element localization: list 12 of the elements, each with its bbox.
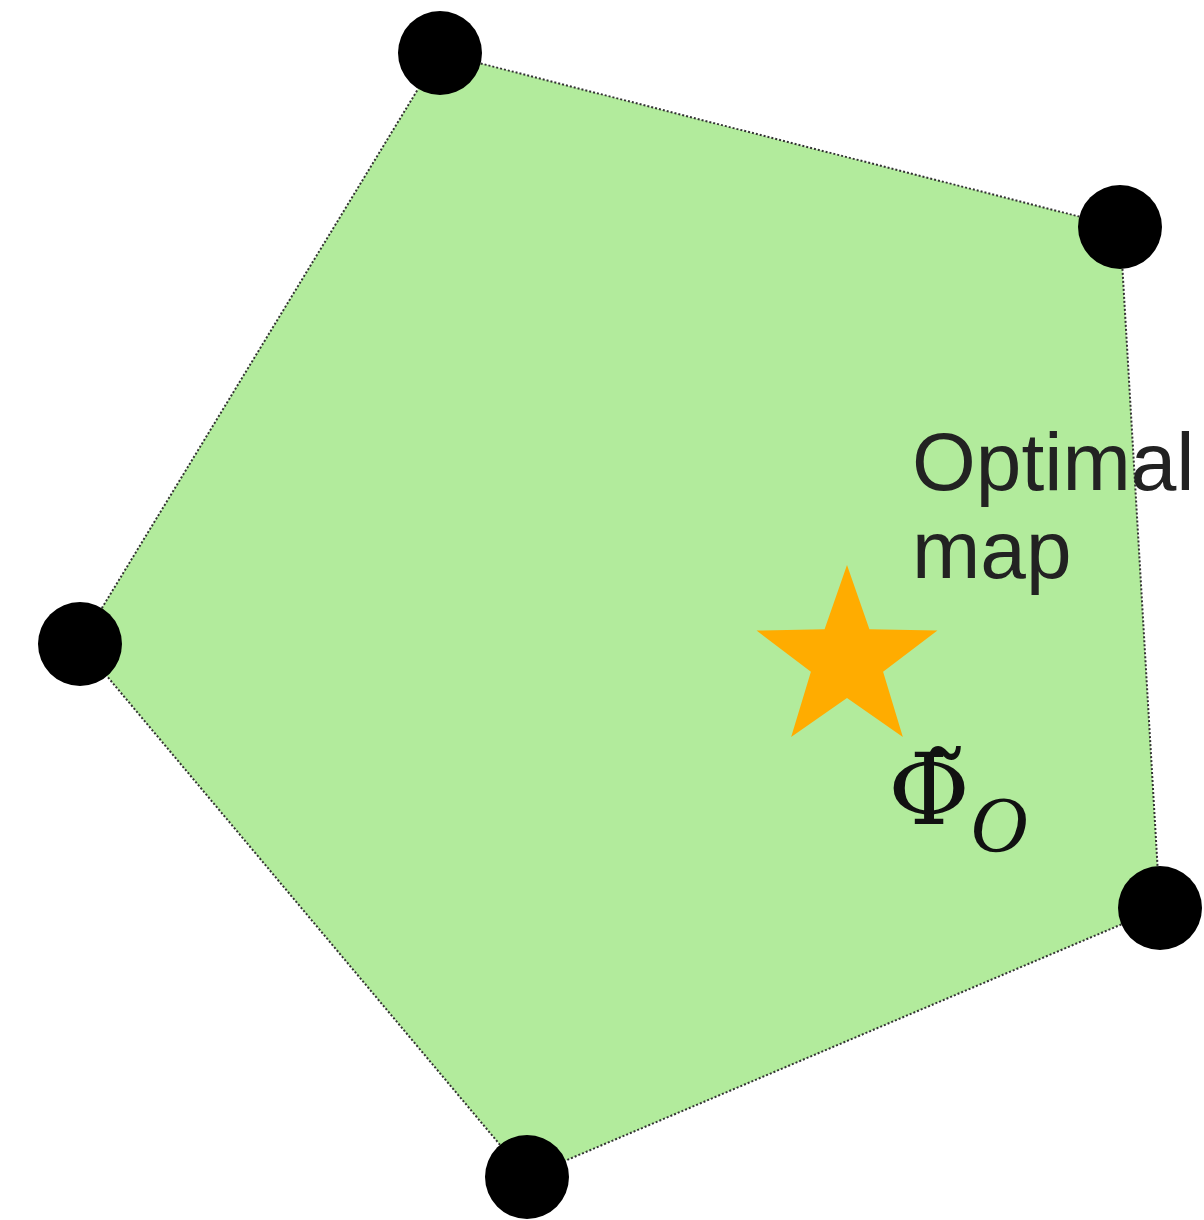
dotted-line — [1121, 267, 1159, 868]
vertex-dot — [38, 602, 122, 686]
vertex-dot — [398, 11, 482, 95]
dotted-line — [100, 87, 420, 610]
dotted-line — [564, 923, 1123, 1162]
vertex-dot — [485, 1135, 569, 1219]
vertex-dot — [1078, 185, 1162, 269]
math-symbol-label: Φ̃$_{O}$ — [888, 730, 1028, 871]
dotted-line — [479, 62, 1081, 218]
dotted-line — [106, 675, 501, 1146]
vertex-dot — [1118, 866, 1202, 950]
annotation-label: Optimal map — [912, 418, 1196, 594]
